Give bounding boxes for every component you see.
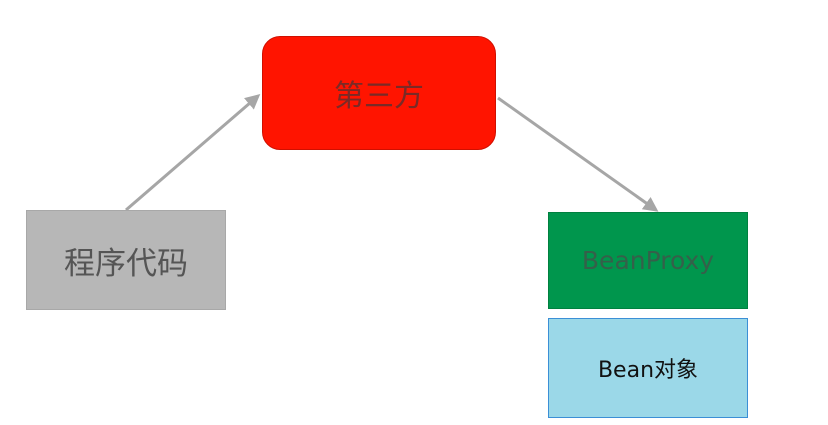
third-party-label: 第三方	[334, 79, 424, 114]
arrow-third-party-to-bean-proxy	[497, 96, 659, 212]
bean-object-node: Bean对象	[548, 318, 748, 418]
third-party-node: 第三方	[262, 36, 496, 150]
bean-proxy-label: BeanProxy	[581, 246, 715, 275]
arrow-program-code-to-third-party	[125, 94, 261, 212]
program-code-label: 程序代码	[64, 245, 188, 282]
bean-proxy-node: BeanProxy	[548, 212, 748, 309]
program-code-node: 程序代码	[26, 210, 226, 310]
bean-object-label: Bean对象	[597, 358, 699, 383]
